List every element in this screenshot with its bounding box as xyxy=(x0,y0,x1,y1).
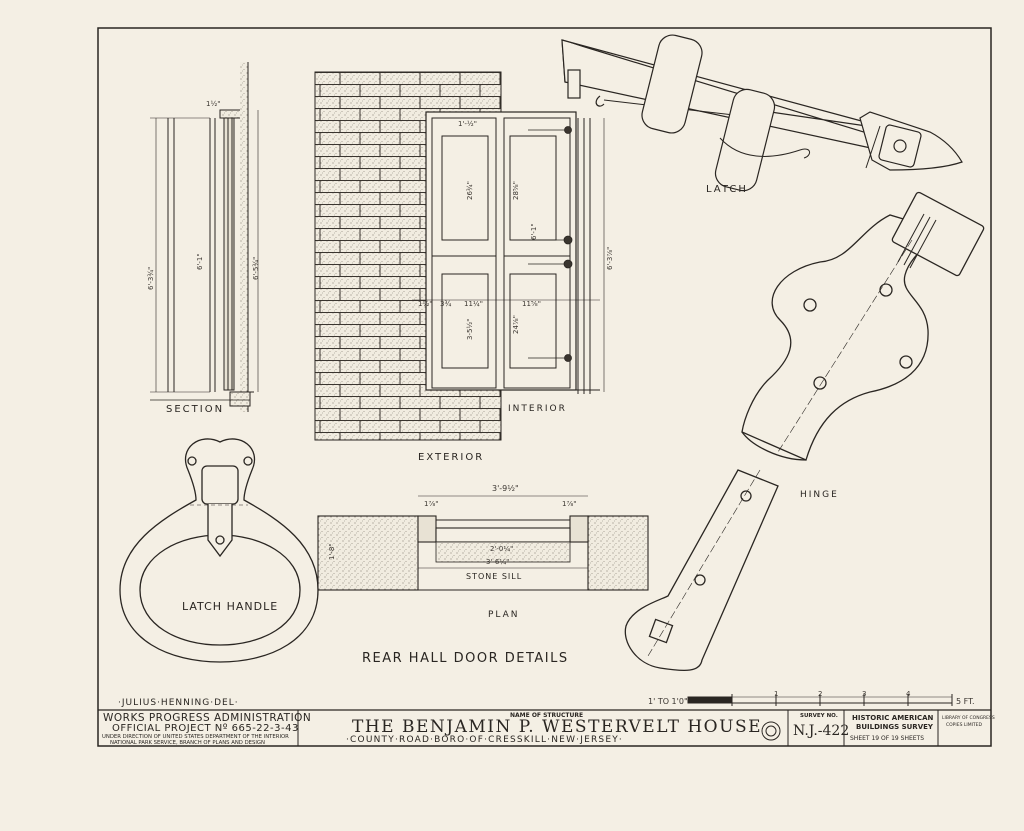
latch-handle-drawing xyxy=(119,438,319,663)
dim-elev-w4: 11⅝" xyxy=(522,300,541,308)
dim-elev-upper-panel: 26¾" xyxy=(466,181,474,200)
latch-handle-label: LATCH HANDLE xyxy=(182,600,279,613)
agency-line-3: UNDER DIRECTION OF UNITED STATES DEPARTM… xyxy=(102,734,289,740)
scale-label-right: 5 FT. xyxy=(956,697,975,706)
dim-elev-w2: 3¾ xyxy=(440,300,452,308)
draftsman-credit: ·JULIUS·HENNING·DEL· xyxy=(118,698,239,708)
dim-plan-inner: 2'-0¼" xyxy=(490,545,514,553)
latch-label: LATCH xyxy=(706,184,748,195)
drawing-title: REAR HALL DOOR DETAILS xyxy=(362,651,569,666)
scale-mark-2: 2 xyxy=(818,690,823,698)
scale-mark-4: 4 xyxy=(906,690,911,698)
dim-plan-overall: 3'-9½" xyxy=(492,484,519,493)
dim-plan-left: 1⅞" xyxy=(424,500,439,508)
survey-no-caption: SURVEY NO. xyxy=(800,713,838,719)
exterior-elevation xyxy=(314,71,605,441)
dim-plan-wall: 1'-8" xyxy=(328,543,336,560)
dim-plan-opening: 3'-6¼" xyxy=(486,558,510,566)
dim-section-top: 1½" xyxy=(206,100,221,108)
exterior-label: EXTERIOR xyxy=(418,452,485,463)
agency-line-2: OFFICIAL PROJECT Nº 665-22-3-43 xyxy=(112,723,299,734)
dim-elev-lower-panel-r: 24⅞" xyxy=(512,315,520,334)
graphic-scale-bar xyxy=(687,694,953,706)
interior-label: INTERIOR xyxy=(508,404,567,414)
dim-plan-right: 1⅞" xyxy=(562,500,577,508)
dim-section-overall: 6'-3¾" xyxy=(147,266,155,290)
scale-mark-1: 1 xyxy=(774,690,779,698)
title-block-frame xyxy=(297,710,939,746)
habs-line-1: HISTORIC AMERICAN xyxy=(852,714,934,722)
dim-section-door: 6'-1" xyxy=(196,253,204,270)
sheet-count: SHEET 19 OF 19 SHEETS xyxy=(850,735,925,742)
sheet-border xyxy=(97,27,992,747)
plan-label: PLAN xyxy=(488,610,520,620)
hinge-drawing xyxy=(624,191,985,672)
scale-mark-3: 3 xyxy=(862,690,867,698)
habs-line-2: BUILDINGS SURVEY xyxy=(856,723,933,731)
structure-location: ·COUNTY·ROAD·BORO·OF·CRESSKILL·NEW·JERSE… xyxy=(346,735,623,745)
dim-elev-top: 1'-½" xyxy=(458,120,477,128)
structure-name: THE BENJAMIN P. WESTERVELT HOUSE xyxy=(352,717,762,737)
copyright-line-2: COPIES LIMITED xyxy=(946,723,982,728)
dim-section-right: 6'-5¾" xyxy=(252,256,260,280)
structure-name-caption: NAME OF STRUCTURE xyxy=(510,712,584,719)
plan-drawing xyxy=(317,495,649,591)
latch-drawing xyxy=(561,34,963,192)
agency-line-1: WORKS PROGRESS ADMINISTRATION xyxy=(103,712,312,724)
scale-label-left: 1' TO 1'0" xyxy=(648,697,688,706)
dim-elev-overall-r: 6'-3⅞" xyxy=(606,246,614,270)
hinge-label: HINGE xyxy=(800,490,839,500)
dim-elev-w1: 1½" xyxy=(418,300,433,308)
survey-number: N.J.-422 xyxy=(793,723,850,739)
dim-elev-lower-panel: 3-5½" xyxy=(466,318,474,340)
dim-elev-upper-panel-r: 28⅝" xyxy=(512,181,520,200)
dim-elev-height-r: 6'-1" xyxy=(530,223,538,240)
stone-sill-label: STONE SILL xyxy=(466,572,523,581)
section-drawing xyxy=(150,62,259,412)
dim-elev-w3: 11¼" xyxy=(464,300,483,308)
agency-line-4: NATIONAL PARK SERVICE, BRANCH OF PLANS A… xyxy=(110,740,265,746)
copyright-line-1: LIBRARY OF CONGRESS xyxy=(942,716,995,721)
section-label: SECTION xyxy=(166,404,225,415)
